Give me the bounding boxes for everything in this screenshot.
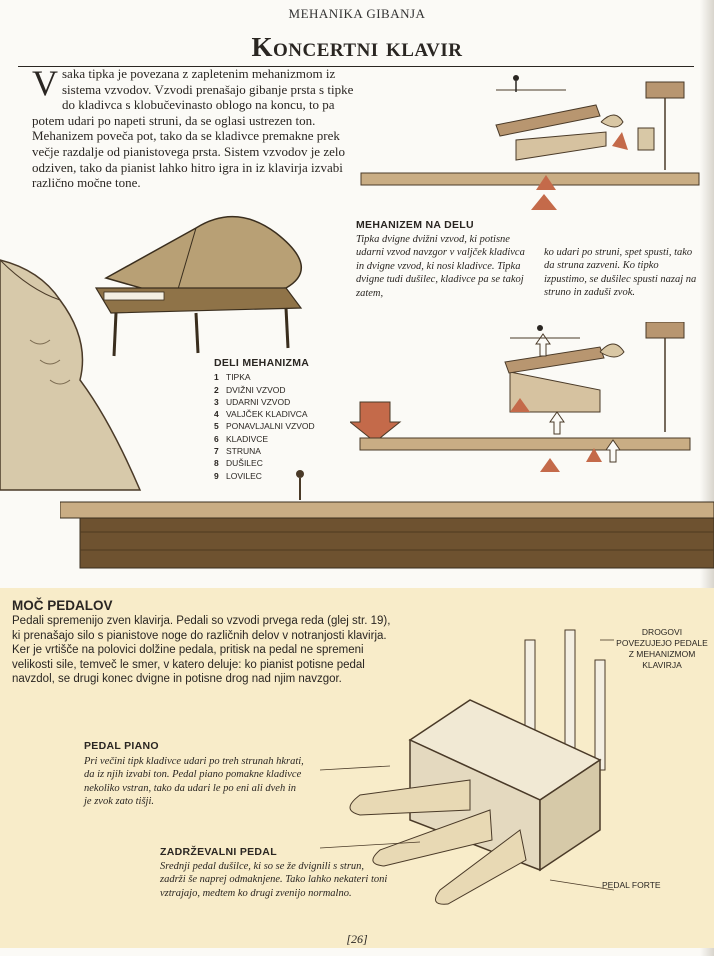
intro-paragraph: V saka tipka je povezana z zapletenim me…: [32, 63, 362, 191]
piano-pedal-heading: PEDAL PIANO: [84, 740, 159, 752]
mechanism-rest-illustration: [360, 75, 700, 210]
parts-heading: DELI MEHANIZMA: [214, 357, 310, 369]
page-number: [26]: [346, 932, 368, 946]
mechanism-caption-left: Tipka dvigne dvižni vzvod, ki potisne ud…: [356, 234, 525, 299]
piano-pedal-text: Pri večini tipk kladivce udari po treh s…: [84, 756, 304, 808]
sustain-pedal-text: Srednji pedal dušilce, ki so se že dvign…: [160, 861, 388, 899]
sustain-pedal-heading: ZADRŽEVALNI PEDAL: [160, 846, 277, 858]
forte-pedal-label: PEDAL FORTE: [602, 880, 661, 890]
intro-text: saka tipka je povezana z zapletenim meha…: [32, 66, 354, 191]
title-rule: [18, 66, 694, 67]
page-title: Koncertni klavir: [251, 32, 463, 62]
drop-cap: V: [32, 63, 58, 103]
pedals-heading: MOČ PEDALOV: [12, 598, 113, 613]
mechanism-caption-right: ko udari po struni, spet spusti, tako da…: [544, 247, 697, 299]
keyboard-bed-illustration: [60, 470, 714, 569]
mechanism-action-illustration: [350, 322, 691, 472]
pianist-hand-illustration: [0, 259, 142, 491]
grand-piano-illustration: [94, 216, 303, 357]
section-header: MEHANIKA GIBANJA: [288, 6, 426, 21]
pedal-mechanism-illustration: [319, 629, 614, 905]
mechanism-heading: MEHANIZEM NA DELU: [356, 219, 474, 231]
rods-label: DROGOVI POVEZUJEJO PEDALE Z MEHANIZMOM K…: [616, 627, 708, 670]
pedals-text: Pedali spremenijo zven klavirja. Pedali …: [12, 615, 391, 686]
